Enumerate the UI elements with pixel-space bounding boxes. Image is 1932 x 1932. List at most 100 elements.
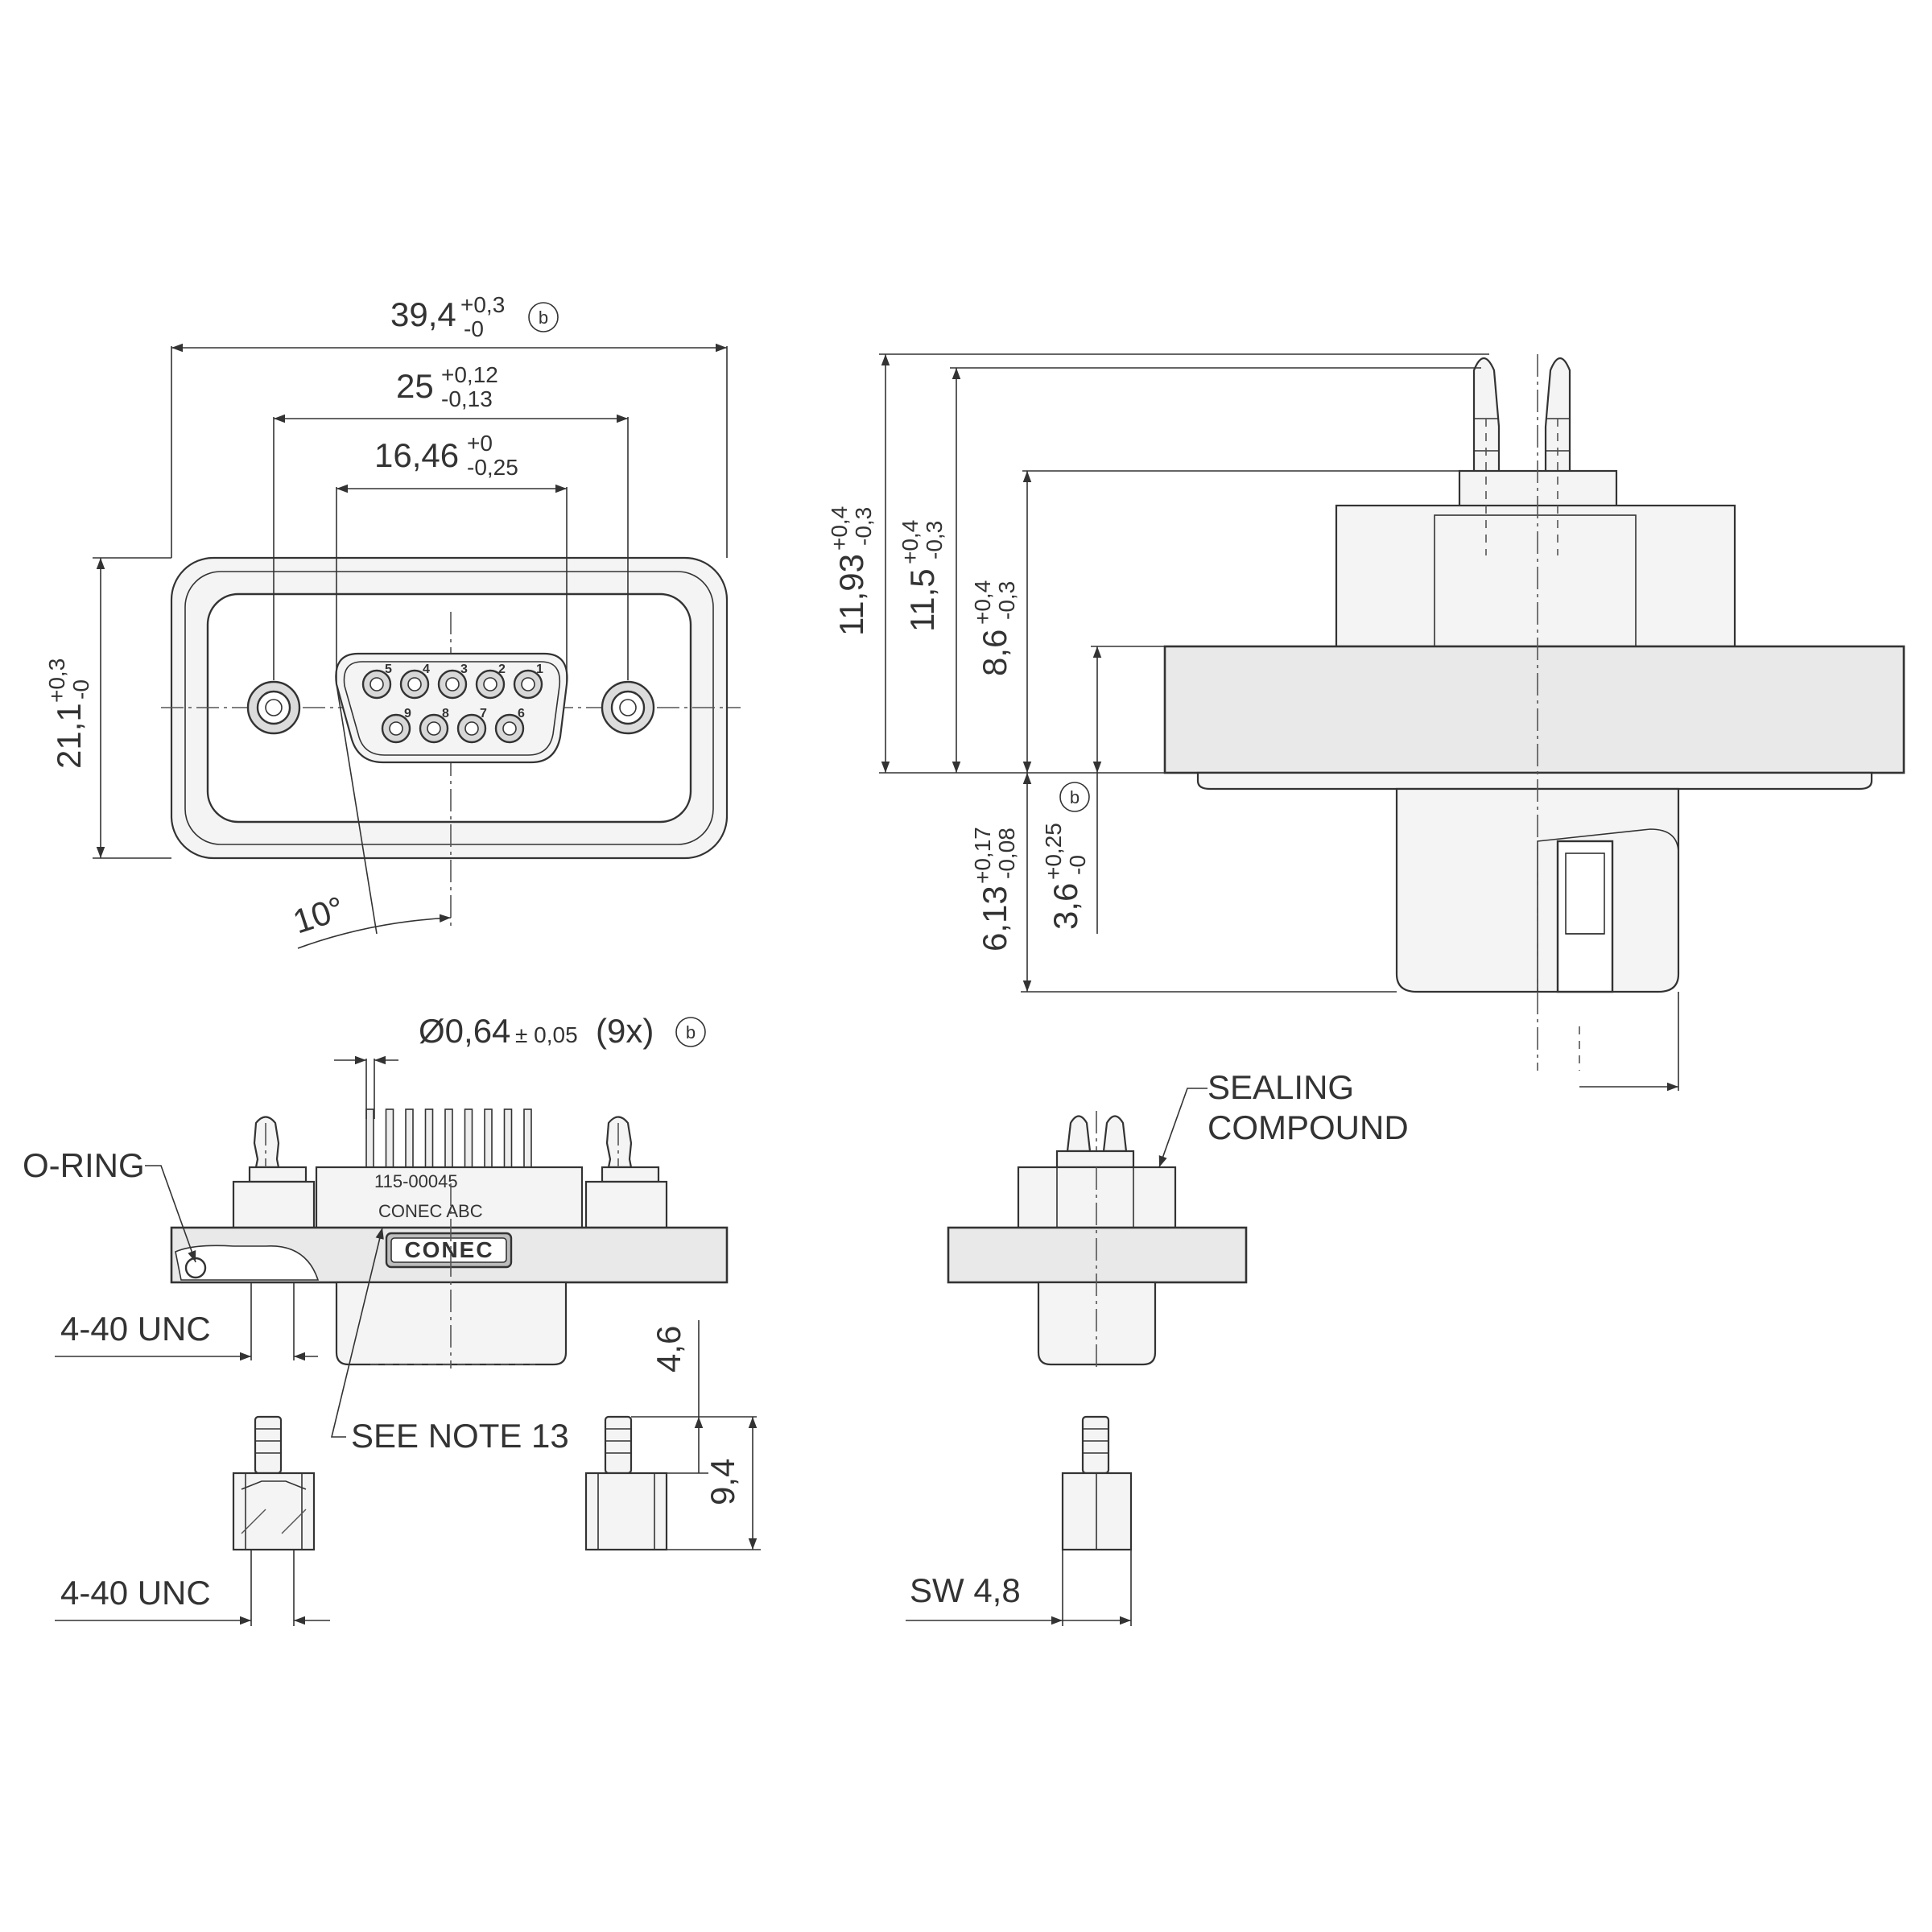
- ref-circle: [675, 1017, 706, 1047]
- side-pin-left: [1472, 357, 1501, 477]
- o-ring-label: O-RING: [23, 1146, 145, 1184]
- brand-logo: CONEC: [385, 1232, 513, 1269]
- dim-flange-tol-lower: -0: [1065, 855, 1090, 875]
- dim-mount-spacing-value: 25: [396, 367, 434, 405]
- o-ring-groove: [1196, 771, 1873, 791]
- dim-shell-width-value: 16,46: [374, 436, 459, 474]
- dim-shell-width-tol-lower: -0,25: [467, 455, 518, 480]
- sealing-leader: [1158, 1088, 1208, 1168]
- bottom-view: 115-00045 CONEC ABC CONEC Ø0,64 ± 0,05 (…: [23, 1012, 761, 1626]
- contact-pin-rod: [385, 1108, 394, 1170]
- contact-number: 9: [404, 707, 411, 720]
- contact-pin-rod: [503, 1108, 513, 1170]
- dim-depth-tol-lower: -0,08: [994, 828, 1019, 879]
- dim-h3-ref: b: [1070, 787, 1080, 807]
- dim-shell-width-tol-upper: +0: [467, 431, 493, 456]
- d-shell-inner: [343, 661, 561, 756]
- dim-width-tol-lower: -0: [464, 316, 484, 341]
- dim-flange-value: 3,6: [1046, 883, 1084, 930]
- note-leader: [330, 1227, 384, 1438]
- o-ring-leader: [145, 1165, 196, 1263]
- side-view: 11,93 +0,4 -0,3 11,5 +0,4 -0,3 8,6 +0,4 …: [827, 353, 1905, 1092]
- dim-width-value: 39,4: [390, 295, 456, 333]
- end-jackscrew: [1061, 1415, 1133, 1551]
- contact-pin: [483, 677, 497, 691]
- marking-line-2: CONEC ABC: [378, 1201, 483, 1221]
- dim-depth-tol-upper: +0,17: [970, 827, 995, 884]
- thread-label-2: 4-40 UNC: [60, 1574, 211, 1612]
- contact-pin: [521, 677, 535, 691]
- jackscrew-left: [232, 1415, 316, 1551]
- logo-text: CONEC: [404, 1237, 493, 1262]
- contact-pin: [464, 721, 479, 736]
- contact-pin: [445, 677, 460, 691]
- contact-pin-rod: [484, 1108, 493, 1170]
- contact-number: 8: [442, 707, 449, 720]
- marking-body: [315, 1166, 584, 1229]
- pin-diameter-tol: ± 0,05: [515, 1022, 578, 1047]
- contact-number: 5: [385, 663, 392, 676]
- dim-flange-tol-upper: +0,25: [1041, 823, 1066, 880]
- section-hatch: [1537, 828, 1679, 993]
- dim-h1-value: 11,93: [832, 554, 870, 636]
- ref-circle: [528, 302, 559, 332]
- angle-label: 10°: [288, 889, 349, 940]
- pin-diameter-value: Ø0,64: [419, 1012, 510, 1050]
- contact-pin: [407, 677, 422, 691]
- end-flange: [947, 1226, 1248, 1284]
- standoff-left: [232, 1116, 316, 1229]
- jackscrew-right: [584, 1415, 668, 1551]
- wrench-label: SW 4,8: [910, 1571, 1021, 1609]
- dim-h1-tol-lower: -0,3: [851, 507, 876, 546]
- contact-row-bottom: 9 8 7 6: [381, 707, 525, 744]
- upper-housing: [1335, 504, 1736, 648]
- dim-h1-tol-upper: +0,4: [827, 506, 852, 551]
- pin-diameter-ref: b: [686, 1022, 696, 1042]
- contact-pin: [389, 721, 403, 736]
- end-pin-carrier: [1055, 1150, 1135, 1169]
- angle-arc: [297, 914, 452, 949]
- end-pins: [1066, 1111, 1128, 1159]
- ref-circle: [1059, 782, 1090, 812]
- contact-pin-rod: [464, 1108, 473, 1170]
- mount-hole-left: [246, 680, 301, 735]
- sealing-label-2: COMPOUND: [1208, 1108, 1409, 1146]
- contact-pin-rod: [365, 1108, 374, 1170]
- side-flange: [1163, 645, 1905, 774]
- standoff-right: [584, 1116, 668, 1229]
- contact-number: 6: [518, 707, 525, 720]
- sealing-label-1: SEALING: [1208, 1068, 1354, 1106]
- contact-pin-rod: [424, 1108, 434, 1170]
- dim-height-value: 21,1: [50, 703, 88, 769]
- end-view: SEALING COMPOUND SW 4,8: [906, 1068, 1409, 1626]
- contact-pin: [427, 721, 441, 736]
- dim-9-4: 9,4: [704, 1459, 741, 1505]
- contact-pin: [502, 721, 517, 736]
- dim-h2-value: 11,5: [903, 568, 941, 632]
- contact-pins: [365, 1108, 532, 1170]
- contact-number: 4: [423, 663, 430, 676]
- dim-depth-value: 6,13: [976, 886, 1013, 952]
- contact-pin-rod: [444, 1108, 453, 1170]
- dim-height-tol-upper: +0,3: [44, 658, 69, 703]
- o-ring-cutaway: [175, 1245, 320, 1281]
- dim-h2-tol-lower: -0,3: [922, 521, 947, 559]
- dim-h3-value: 8,6: [976, 630, 1013, 676]
- contact-number: 7: [480, 707, 487, 720]
- mount-hole-right: [601, 680, 655, 735]
- contact-number: 3: [460, 663, 468, 676]
- dim-height-tol-lower: -0: [68, 679, 93, 700]
- dim-h3-tol-upper: +0,4: [970, 580, 995, 625]
- contact-pin-rod: [523, 1108, 532, 1170]
- angle-leg: [336, 683, 378, 935]
- thread-inner: [1565, 852, 1605, 935]
- contact-pin: [369, 677, 384, 691]
- contact-number: 2: [498, 663, 506, 676]
- see-note-label: SEE NOTE 13: [351, 1417, 569, 1455]
- dim-4-6: 4,6: [650, 1326, 687, 1373]
- dim-width-ref: b: [539, 308, 548, 328]
